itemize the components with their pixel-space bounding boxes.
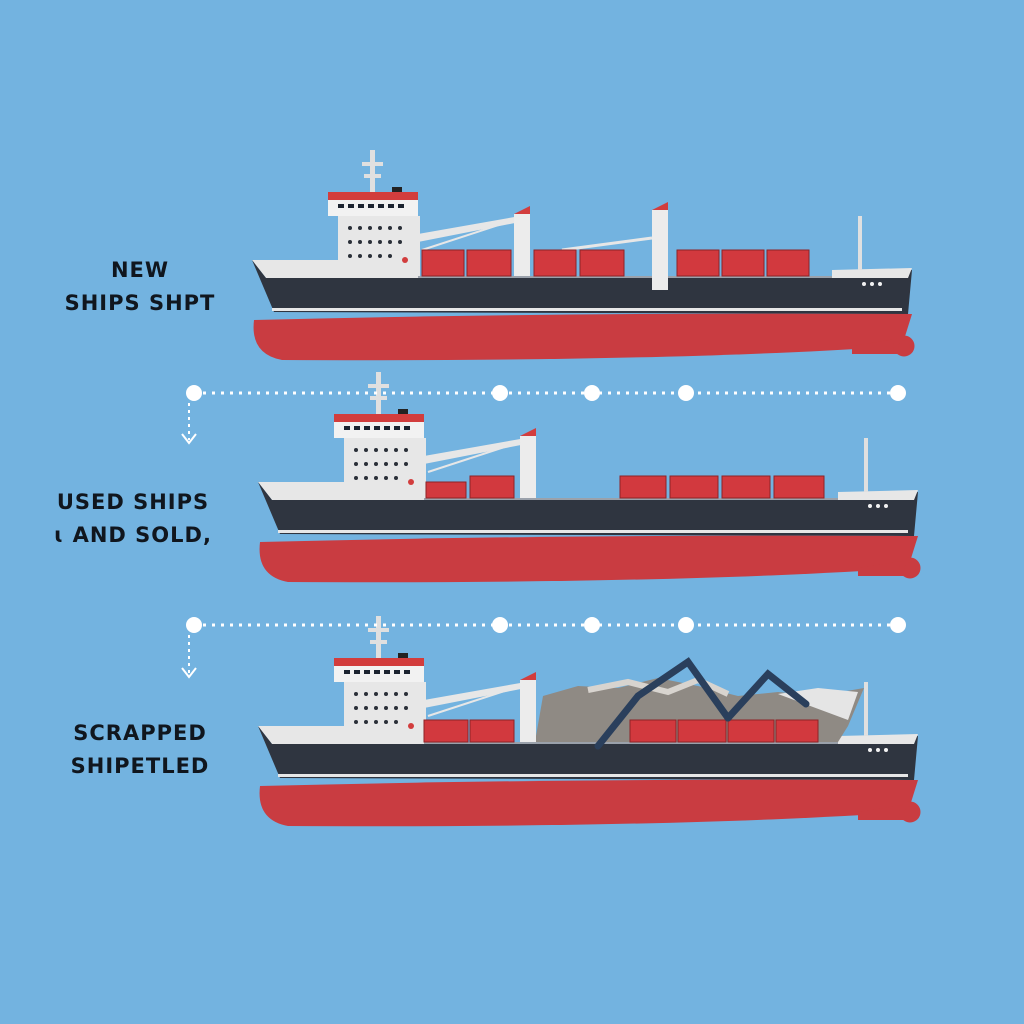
- scrap-pile-icon: [536, 676, 864, 743]
- stage-label-new-line-1: NEW: [110, 258, 170, 282]
- cargo-ship-icon: [258, 372, 918, 582]
- arrow-down-icon: [181, 635, 197, 679]
- crane-arm-icon: [594, 657, 810, 750]
- stage-label-scrapped: SCRAPPED SHIPETLED: [40, 717, 240, 783]
- arrow-down-icon: [181, 403, 197, 445]
- stage-label-used-line-2: ɩ AND SOLD,: [54, 523, 212, 547]
- stage-label-used: USED SHIPS ɩ AND SOLD,: [33, 486, 233, 552]
- stage-label-new: NEW SHIPS SHPT: [40, 254, 240, 320]
- stage-label-used-line-1: USED SHIPS: [56, 490, 210, 514]
- stage-label-scrapped-line-2: SHIPETLED: [70, 754, 210, 778]
- cargo-ship-icon: [258, 616, 918, 826]
- stage-label-scrapped-line-1: SCRAPPED: [73, 721, 207, 745]
- connector-line-1: [186, 385, 906, 401]
- stage-label-new-line-2: SHIPS SHPT: [64, 291, 216, 315]
- cargo-ship-icon: [252, 150, 912, 360]
- connector-line-2: [186, 617, 906, 633]
